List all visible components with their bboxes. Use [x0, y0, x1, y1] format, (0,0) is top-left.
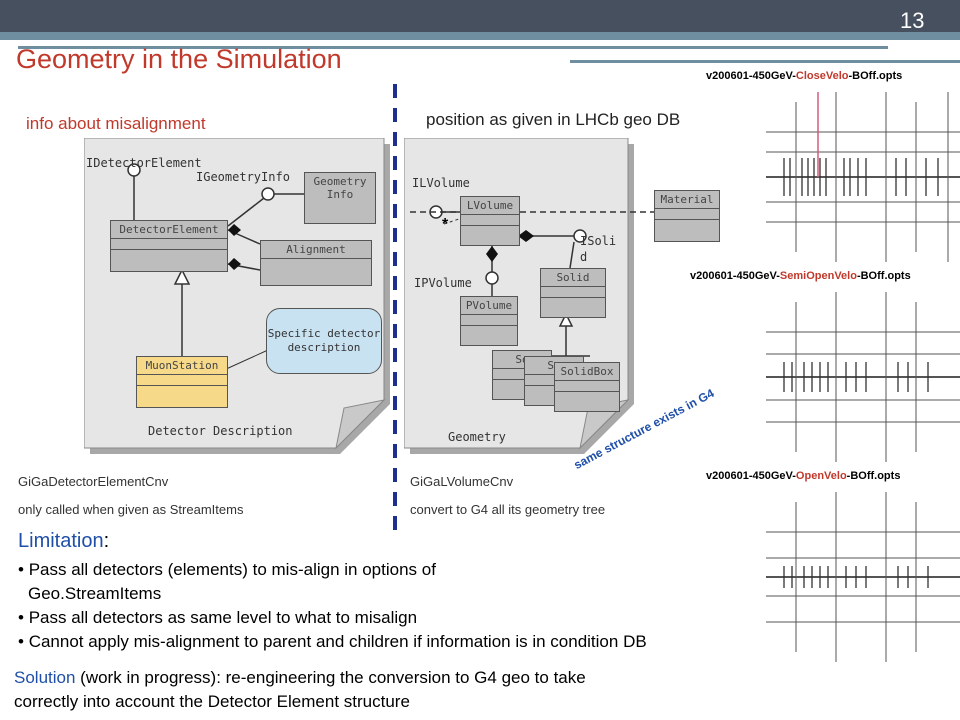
lvolume-box: LVolume [460, 196, 520, 246]
isolid-label: ISoli d [580, 234, 617, 264]
detector-element-box: DetectorElement [110, 220, 228, 272]
top-accent-bar [0, 32, 960, 40]
alignment-box: Alignment [260, 240, 372, 286]
limitation-bullet-1-cont: Geo.StreamItems [28, 584, 162, 603]
detector-cnv-description: only called when given as StreamItems [18, 502, 244, 517]
image-caption-semiopenvelo: v200601-450GeV-SemiOpenVelo-BOff.opts [690, 270, 911, 282]
detector-cnv-label: GiGaDetectorElementCnv [18, 474, 169, 489]
material-link [410, 211, 654, 213]
velo-semiopen-image [766, 292, 960, 462]
title-rule-secondary [570, 60, 960, 63]
detector-description-footer: Detector Description [148, 424, 293, 438]
ilvolume-label: ILVolume [412, 176, 470, 190]
geometry-info-box: Geometry Info [304, 172, 376, 224]
slide-title: Geometry in the Simulation [16, 44, 342, 74]
specific-detector-callout: Specific detector description [266, 308, 382, 374]
image-caption-closevelo: v200601-450GeV-CloseVelo-BOff.opts [706, 70, 903, 82]
heading-geo-db: position as given in LHCb geo DB [426, 110, 681, 129]
velo-closed-image [766, 92, 960, 262]
title-rule [18, 46, 888, 49]
material-box: Material [654, 190, 720, 242]
solution-line-1: Solution (work in progress): re-engineer… [14, 668, 586, 687]
geometry-diagram: ILVolume * LVolume ISoli d IPVolume Soli… [404, 138, 654, 454]
multiplicity-star: * [442, 216, 449, 233]
heading-misalignment: info about misalignment [26, 114, 206, 133]
idetectorelement-label: IDetectorElement [86, 156, 202, 170]
solid-box: Solid [540, 268, 606, 318]
velo-open-image [766, 492, 960, 662]
image-caption-openvelo: v200601-450GeV-OpenVelo-BOff.opts [706, 470, 901, 482]
muon-station-box: MuonStation [136, 356, 228, 408]
slide-number: 13 [900, 8, 925, 33]
top-bar [0, 0, 960, 32]
lvolume-cnv-description: convert to G4 all its geometry tree [410, 502, 606, 517]
lvolume-cnv-label: GiGaLVolumeCnv [410, 474, 514, 489]
geometry-footer: Geometry [448, 430, 506, 444]
limitation-bullet-3: • Cannot apply mis-alignment to parent a… [18, 632, 647, 651]
limitation-heading: Limitation: [18, 530, 110, 552]
ipvolume-label: IPVolume [414, 276, 472, 290]
igeometryinfo-label: IGeometryInfo [196, 170, 290, 184]
diagram-connectors [127, 163, 304, 371]
solidbox-box: SolidBox [554, 362, 620, 412]
detector-description-diagram: IDetectorElement IGeometryInfo Geometry … [84, 138, 390, 454]
section-divider [393, 84, 397, 536]
pvolume-box: PVolume [460, 296, 518, 346]
limitation-bullet-2: • Pass all detectors as same level to wh… [18, 608, 418, 627]
limitation-bullet-1: • Pass all detectors (elements) to mis-a… [18, 560, 436, 579]
solution-line-2: correctly into account the Detector Elem… [14, 692, 410, 711]
